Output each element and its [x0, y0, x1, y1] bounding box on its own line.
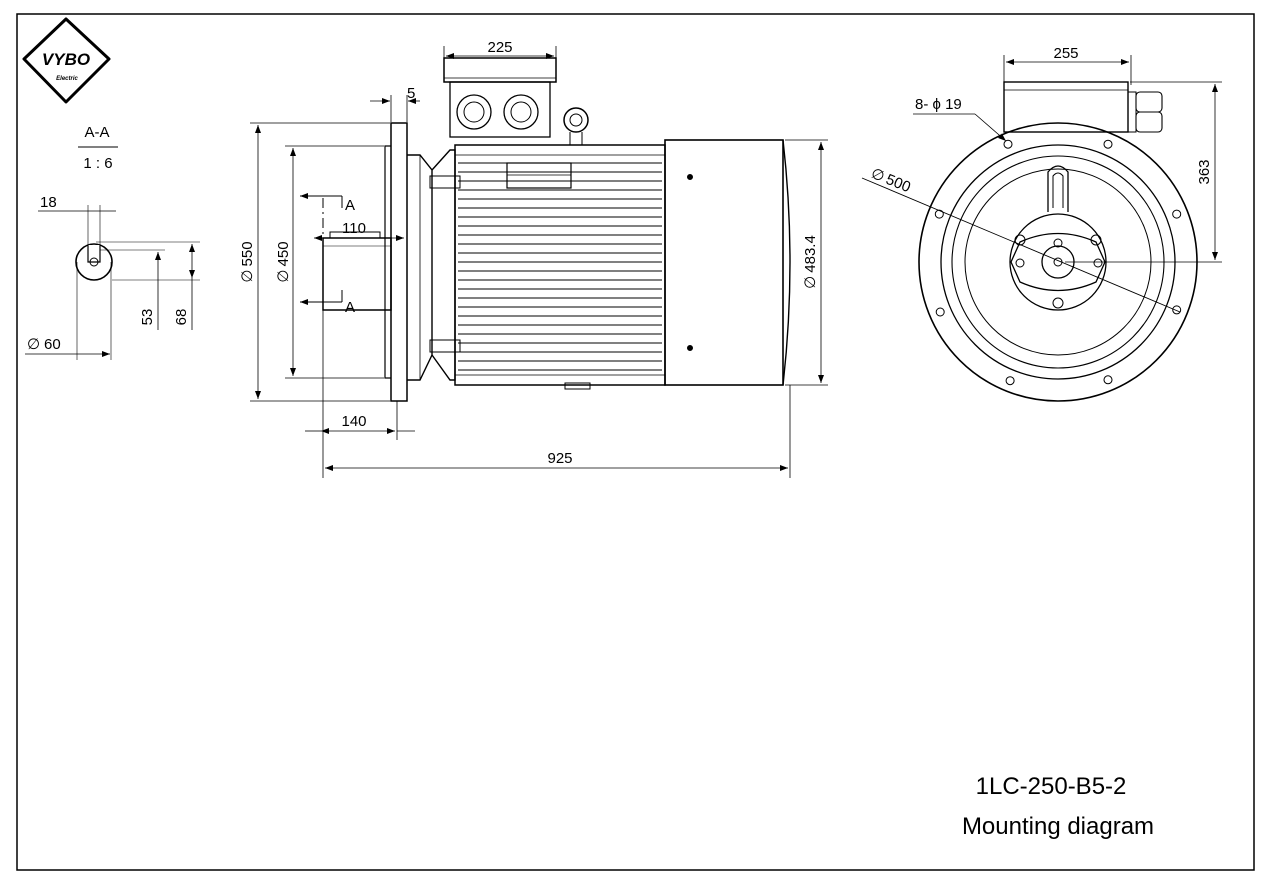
- motor-side-view: [322, 57, 791, 402]
- dim-bolt-holes: 8- ϕ 19: [915, 96, 962, 113]
- dim-550: ∅550: [239, 241, 256, 282]
- cut-label-bottom: A: [345, 299, 355, 316]
- drawing-frame: [16, 13, 1255, 871]
- logo-brand: VYBO: [42, 50, 90, 69]
- dim-255: 255: [1053, 45, 1078, 62]
- shaft-section-view: [25, 205, 200, 360]
- dim-225: 225: [487, 39, 512, 56]
- dim-53: 53: [139, 309, 156, 326]
- section-name: A-A: [84, 124, 109, 141]
- motor-front-view: [918, 81, 1198, 402]
- cut-label-top: A: [345, 197, 355, 214]
- flange-bolt-holes: [934, 139, 1182, 386]
- side-dimension-lines: [250, 46, 828, 478]
- dim-483-4: ∅483.4: [802, 235, 819, 289]
- drawing-subtitle: Mounting diagram: [962, 813, 1154, 840]
- title-block: 1LC-250-B5-2 Mounting diagram: [962, 773, 1154, 840]
- logo-sub: Electric: [56, 76, 78, 82]
- diameter-symbol: ∅: [27, 336, 40, 353]
- vybo-logo: VYBO Electric: [22, 17, 111, 104]
- front-dimension-texts: 255 8- ϕ 19 ∅500 363: [869, 45, 1213, 196]
- cooling-fins: [458, 162, 662, 371]
- dim-110: 110: [342, 220, 366, 237]
- section-dimensions: 18 53 68 ∅ 60: [27, 194, 190, 353]
- dim-keyway-18: 18: [40, 194, 57, 211]
- section-cut-markers: [300, 193, 343, 310]
- dim-68: 68: [173, 309, 190, 326]
- dim-shaft-60: 60: [44, 336, 61, 353]
- dim-140: 140: [341, 413, 366, 430]
- section-label: A-A 1 : 6: [78, 124, 118, 172]
- model-number: 1LC-250-B5-2: [976, 773, 1127, 800]
- dim-5: 5: [407, 85, 415, 102]
- dim-450: ∅450: [275, 241, 292, 282]
- front-dimension-lines: [861, 55, 1222, 313]
- dim-363: 363: [1196, 159, 1213, 184]
- dim-925: 925: [547, 450, 572, 467]
- section-scale: 1 : 6: [83, 155, 112, 172]
- dim-500: ∅500: [869, 165, 913, 196]
- side-dimension-texts: 225 5 110 A A ∅550 ∅450 ∅483.4 140 925: [239, 39, 819, 467]
